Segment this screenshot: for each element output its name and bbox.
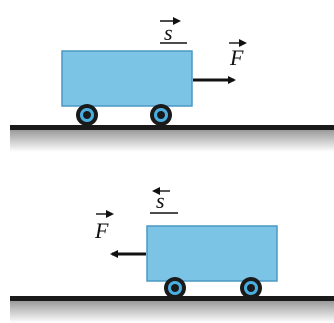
scene-top: s F	[10, 17, 334, 152]
scene-bottom: s F	[10, 187, 334, 323]
force-label: F	[229, 45, 244, 70]
force-label: F	[94, 218, 109, 243]
cart-wheel-right	[150, 104, 172, 126]
cart-wheel-left	[76, 104, 98, 126]
cart-body	[61, 50, 193, 107]
ground-surface	[10, 125, 334, 130]
displacement-label: s	[164, 20, 173, 45]
ground-shadow	[10, 130, 334, 152]
ground-shadow	[10, 301, 334, 323]
cart-wheel-left	[164, 277, 186, 299]
cart-body	[146, 225, 278, 282]
displacement-label: s	[156, 188, 165, 213]
cart-wheel-right	[240, 277, 262, 299]
